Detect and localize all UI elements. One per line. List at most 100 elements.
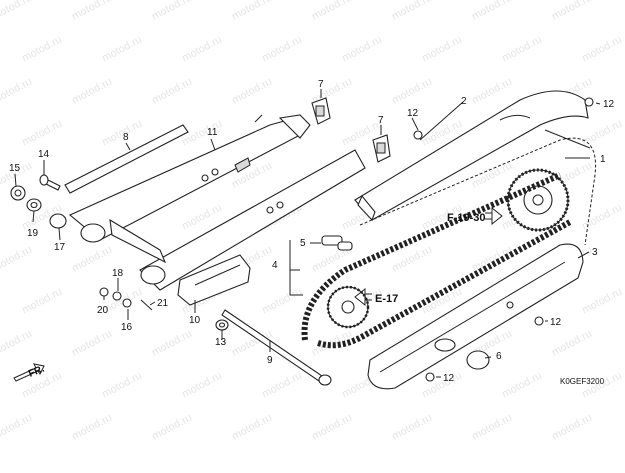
callout-12b: 12 bbox=[407, 108, 419, 119]
watermark-text: motod.ru bbox=[150, 0, 194, 23]
washer-18 bbox=[112, 291, 122, 301]
watermark-text: motod.ru bbox=[310, 412, 354, 443]
watermark-text: motod.ru bbox=[150, 76, 194, 107]
ref-arrow-f1930 bbox=[485, 206, 503, 226]
callout-4: 4 bbox=[272, 260, 278, 271]
watermark-text: motod.ru bbox=[550, 412, 594, 443]
watermark-text: motod.ru bbox=[580, 286, 624, 317]
callout-11: 11 bbox=[207, 127, 218, 138]
watermark-text: motod.ru bbox=[580, 34, 624, 65]
callout-5: 5 bbox=[300, 238, 306, 249]
callout-16: 16 bbox=[121, 322, 133, 333]
diagram-code: K0GEF3200 bbox=[560, 377, 605, 386]
watermark-text: motod.ru bbox=[390, 76, 434, 107]
swingarm bbox=[68, 114, 366, 291]
watermark-text: motod.ru bbox=[260, 286, 304, 317]
watermark-text: motod.ru bbox=[150, 328, 194, 359]
watermark-text: motod.ru bbox=[0, 0, 34, 23]
chain-case-outline bbox=[359, 129, 597, 246]
watermark-text: motod.ru bbox=[310, 0, 354, 23]
rear-axle bbox=[221, 309, 332, 386]
watermark-text: motod.ru bbox=[0, 412, 34, 443]
clip-7b bbox=[372, 134, 391, 163]
callout-15: 15 bbox=[9, 163, 21, 174]
watermark-text: motod.ru bbox=[580, 118, 624, 149]
bolt-14 bbox=[39, 174, 61, 191]
spring-21 bbox=[140, 299, 153, 311]
callout-3: 3 bbox=[592, 247, 598, 258]
callout-17: 17 bbox=[54, 242, 66, 253]
callout-20: 20 bbox=[97, 305, 109, 316]
bolt-12c bbox=[534, 316, 544, 326]
watermark-text: motod.ru bbox=[500, 370, 544, 401]
callout-21: 21 bbox=[157, 298, 169, 309]
callout-6: 6 bbox=[496, 351, 502, 362]
watermark-text: motod.ru bbox=[390, 412, 434, 443]
watermark-text: motod.ru bbox=[70, 244, 114, 275]
callout-13: 13 bbox=[215, 337, 227, 348]
chain-slider-strap bbox=[64, 124, 189, 194]
watermark-text: motod.ru bbox=[550, 0, 594, 23]
cap-part-6 bbox=[466, 350, 490, 370]
watermark-text: motod.ru bbox=[260, 34, 304, 65]
drive-sprocket-rear bbox=[506, 168, 570, 232]
watermark-text: motod.ru bbox=[470, 0, 514, 23]
front-direction-arrow-icon bbox=[13, 363, 45, 382]
watermark-text: motod.ru bbox=[470, 412, 514, 443]
ref-label-f1930: F-19-30 bbox=[447, 212, 486, 224]
watermark-text: motod.ru bbox=[230, 0, 274, 23]
ref-label-e17: E-17 bbox=[375, 293, 398, 305]
watermark-text: motod.ru bbox=[20, 118, 64, 149]
bolt-12d bbox=[425, 372, 435, 382]
bolt-12a bbox=[584, 97, 594, 107]
bushing-17 bbox=[49, 213, 67, 229]
callout-12d: 12 bbox=[443, 373, 455, 384]
callout-7b: 7 bbox=[378, 115, 384, 126]
watermark-text: motod.ru bbox=[100, 370, 144, 401]
watermark-text: motod.ru bbox=[580, 202, 624, 233]
leader-lines bbox=[14, 89, 601, 378]
washer-13 bbox=[215, 319, 229, 331]
watermark-text: motod.ru bbox=[310, 328, 354, 359]
callout-7a: 7 bbox=[318, 79, 324, 90]
watermark-text: motod.ru bbox=[0, 244, 34, 275]
bolt-12b bbox=[413, 130, 423, 140]
watermark-text: motod.ru bbox=[180, 370, 224, 401]
callout-1: 1 bbox=[600, 154, 606, 165]
watermark-text: motod.ru bbox=[340, 34, 384, 65]
watermark-text: motod.ru bbox=[150, 412, 194, 443]
watermark-text: motod.ru bbox=[230, 412, 274, 443]
callout-12c: 12 bbox=[550, 317, 562, 328]
callout-8: 8 bbox=[123, 132, 129, 143]
watermark-text: motod.ru bbox=[70, 328, 114, 359]
callout-12a: 12 bbox=[603, 99, 615, 110]
callout-10: 10 bbox=[189, 315, 201, 326]
watermark-text: motod.ru bbox=[260, 370, 304, 401]
watermark-text: motod.ru bbox=[420, 34, 464, 65]
chain-guard-lower bbox=[367, 243, 584, 390]
watermark-text: motod.ru bbox=[390, 0, 434, 23]
chain-guard-upper bbox=[354, 90, 589, 222]
watermark-text: motod.ru bbox=[230, 76, 274, 107]
callout-9: 9 bbox=[267, 355, 273, 366]
master-link bbox=[321, 235, 353, 251]
washer-19 bbox=[26, 198, 42, 212]
callout-14: 14 bbox=[38, 149, 50, 160]
watermark-text: motod.ru bbox=[100, 34, 144, 65]
nut-20 bbox=[99, 287, 109, 297]
watermark-text: motod.ru bbox=[500, 34, 544, 65]
watermark-text: motod.ru bbox=[0, 76, 34, 107]
watermark-text: motod.ru bbox=[20, 34, 64, 65]
watermark-text: motod.ru bbox=[20, 286, 64, 317]
watermark-text: motod.ru bbox=[70, 412, 114, 443]
watermark-text: motod.ru bbox=[70, 76, 114, 107]
drive-sprocket-front bbox=[326, 285, 370, 329]
callout-2: 2 bbox=[461, 96, 467, 107]
watermark-text: motod.ru bbox=[0, 328, 34, 359]
watermark-text: motod.ru bbox=[550, 328, 594, 359]
clip-7a bbox=[311, 97, 331, 125]
callout-18: 18 bbox=[112, 268, 124, 279]
chain-slider-block bbox=[177, 254, 251, 306]
